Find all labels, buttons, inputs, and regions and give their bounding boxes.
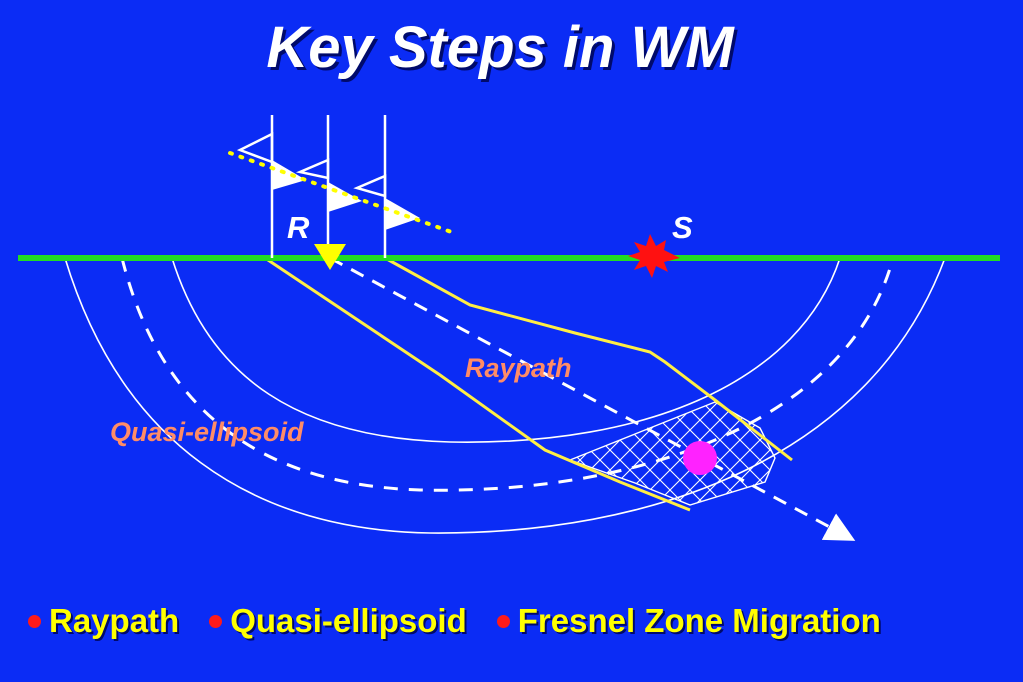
flag-filled-1 xyxy=(272,160,306,190)
bullet-list: Raypath Quasi-ellipsoid Fresnel Zone Mig… xyxy=(28,596,1018,646)
bullet-text: Fresnel Zone Migration xyxy=(517,602,881,639)
bullet-dot-icon xyxy=(209,614,223,628)
slide-title: Key Steps in WM xyxy=(266,15,734,80)
bullet-text: Raypath xyxy=(49,602,180,639)
dashed-ellipsoid-curve xyxy=(120,257,895,492)
flag-outline-1 xyxy=(236,131,274,164)
flag-outline-2 xyxy=(295,158,330,180)
raypath-label: Raypath xyxy=(465,353,572,383)
inner-ellipsoid-curve xyxy=(171,257,841,443)
raypath-arrow xyxy=(329,256,856,541)
bullet-item: Raypath xyxy=(28,602,179,640)
receiver-label: R xyxy=(287,210,310,245)
receiver-marker xyxy=(314,244,346,270)
raypath-upper-boundary xyxy=(384,256,793,462)
quasi-ellipsoid-label: Quasi-ellipsoid xyxy=(110,417,304,447)
flag-filled-3 xyxy=(385,198,420,230)
bullet-dot-icon xyxy=(496,614,510,628)
bullet-item: Fresnel Zone Migration xyxy=(496,602,881,640)
fresnel-zone-hatch xyxy=(568,401,776,506)
bullet-item: Quasi-ellipsoid xyxy=(209,602,467,640)
flag-outline-3 xyxy=(353,174,387,198)
wavefront-flags xyxy=(228,115,459,258)
wavefront-dotted-line xyxy=(228,151,459,236)
source-starburst-icon xyxy=(628,234,680,278)
image-point xyxy=(683,441,717,475)
source-label: S xyxy=(672,210,693,245)
raypath-lower-boundary xyxy=(264,256,691,512)
bullet-dot-icon xyxy=(28,614,41,628)
outer-ellipsoid-curve xyxy=(64,257,946,534)
bullet-text: Quasi-ellipsoid xyxy=(230,602,467,639)
